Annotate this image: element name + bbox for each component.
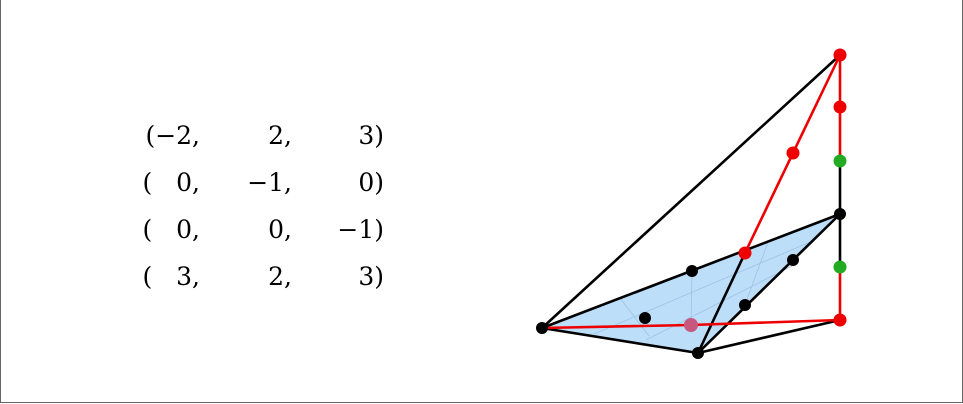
green-point	[833, 260, 847, 274]
matrix-cell: 2,	[268, 121, 292, 150]
matrix-row: (−2, 2, 3)	[104, 112, 384, 159]
matrix-cell: ( 0,	[142, 215, 200, 244]
matrix-cell: −1,	[247, 168, 292, 197]
edge	[696, 212, 842, 355]
red-point	[738, 246, 752, 260]
red-edge	[540, 323, 693, 330]
green-point	[833, 154, 847, 168]
edge	[540, 326, 700, 355]
shaded-face	[542, 214, 840, 353]
matrix-cell: 3)	[358, 262, 384, 291]
matrix-row: ( 3, 2, 3)	[104, 253, 384, 300]
grid-line	[593, 239, 816, 335]
red-point	[833, 100, 847, 114]
grid-line	[744, 241, 769, 306]
vertex-point	[834, 208, 846, 220]
red-point	[786, 146, 800, 160]
matrix-cell: 2,	[268, 262, 292, 291]
matrix-cell: ( 3,	[142, 262, 200, 291]
lattice-point	[686, 265, 698, 277]
matrix-cell: 0,	[268, 215, 292, 244]
matrix-cell: (−2,	[145, 121, 200, 150]
red-point	[833, 313, 847, 327]
edge	[696, 251, 747, 355]
lattice-point	[739, 299, 751, 311]
black-points	[536, 208, 846, 359]
hidden-red-point	[684, 318, 698, 332]
matrix-cell: −1)	[337, 215, 384, 244]
red-points	[684, 48, 847, 332]
matrix-row: ( 0, −1, 0)	[104, 159, 384, 206]
lattice-point	[787, 254, 799, 266]
matrix-cell: 3)	[358, 121, 384, 150]
red-point	[833, 48, 847, 62]
vertex-point	[692, 347, 704, 359]
grid-line	[645, 265, 793, 341]
vertex-point	[536, 322, 548, 334]
red-edge	[689, 318, 842, 327]
green-points	[833, 154, 847, 274]
face-grid	[593, 239, 816, 341]
vertex-matrix: (−2, 2, 3) ( 0, −1, 0) ( 0, 0, −1) ( 3, …	[104, 112, 384, 300]
matrix-cell: 0)	[358, 168, 384, 197]
edge	[540, 53, 842, 330]
matrix-row: ( 0, 0, −1)	[104, 206, 384, 253]
lattice-point	[639, 312, 651, 324]
edge	[696, 318, 842, 355]
matrix-cell: ( 0,	[142, 168, 200, 197]
